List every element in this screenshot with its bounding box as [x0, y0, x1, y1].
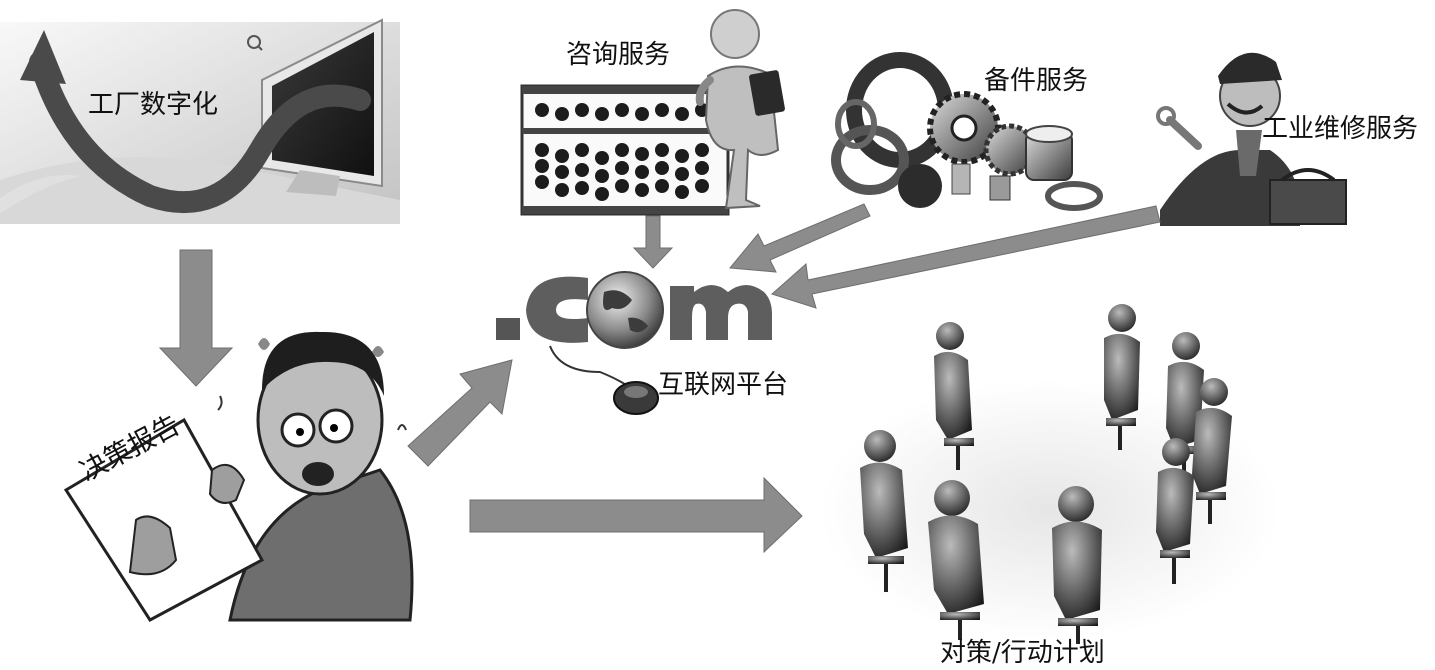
curve-arrowhead-icon: [20, 30, 66, 84]
factory-digitization-image: [0, 18, 400, 224]
factory-digitization-label: 工厂数字化: [88, 90, 219, 120]
worried-man-icon: [217, 331, 414, 622]
arrow-repair-to-platform: [771, 205, 1161, 309]
mechanic-image: [1156, 52, 1347, 226]
logo-letter-c: [526, 276, 588, 343]
arrow-report-to-plan: [469, 476, 803, 554]
growth-curve-arrow-icon: [29, 51, 371, 214]
action-plan-image: [820, 304, 1280, 644]
gears-icon: [831, 52, 1103, 211]
abacus-icon: [520, 84, 730, 216]
decision-report-paper: [63, 417, 265, 622]
arrow-factory-to-report: [158, 249, 234, 387]
globe-icon: [586, 271, 664, 349]
meeting-circle-icon: [860, 304, 1232, 644]
logo-dot: [496, 318, 520, 340]
arrow-report-to-platform: [407, 359, 513, 467]
internet-platform-label: 互联网平台: [658, 370, 789, 400]
consultant-figure-icon: [695, 9, 785, 210]
arrow-consult-to-platform: [632, 215, 674, 269]
dotcom-logo: [496, 271, 772, 415]
industrial-repair-service-label: 工业维修服务: [1262, 114, 1419, 144]
consulting-service-label: 咨询服务: [566, 40, 671, 70]
flow-arrows: [158, 203, 1161, 554]
logo-letter-m: [670, 285, 772, 340]
spare-parts-image: [831, 52, 1103, 211]
spare-parts-service-label: 备件服务: [984, 66, 1089, 96]
arrow-parts-to-platform: [729, 203, 871, 273]
mechanic-icon: [1156, 52, 1347, 226]
action-plan-label: 对策/行动计划: [940, 638, 1105, 668]
worried-man-image: [63, 331, 414, 622]
consulting-service-image: [520, 9, 785, 216]
